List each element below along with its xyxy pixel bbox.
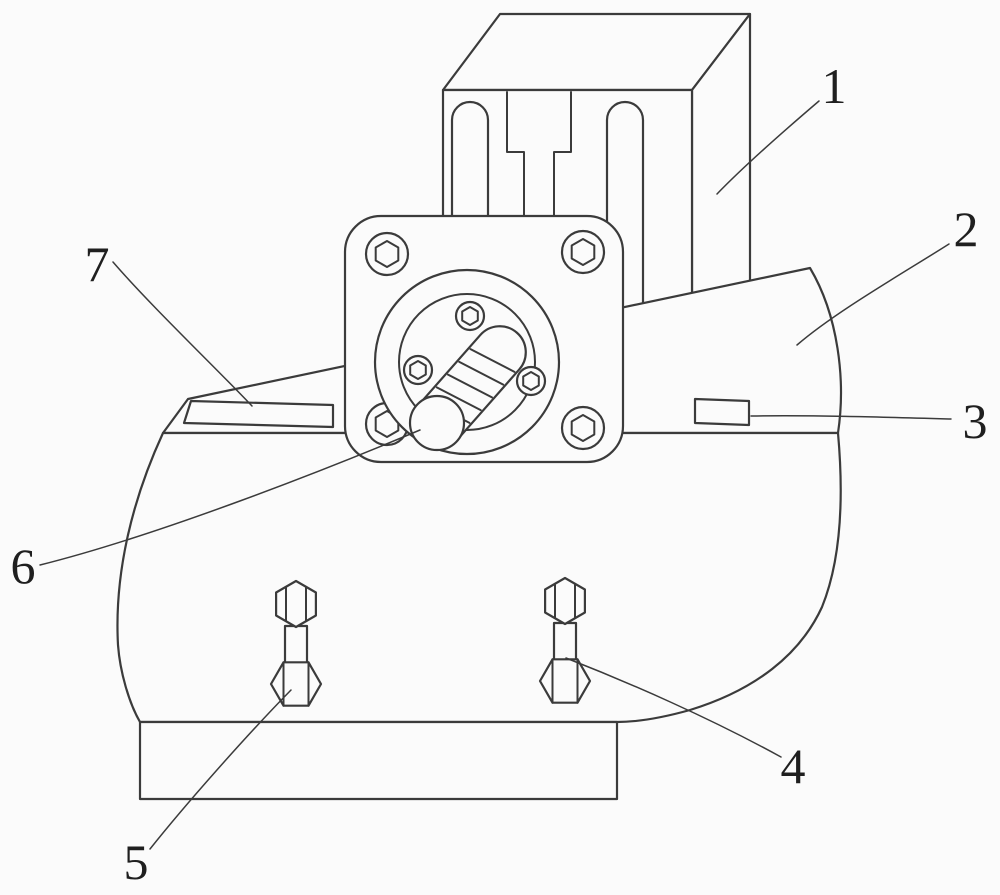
hub-screw-right <box>515 365 547 397</box>
flange-corner-screw-tl <box>364 231 410 277</box>
bolt-head <box>543 576 587 626</box>
clamp-bolt-right <box>538 576 592 704</box>
leader-6 <box>39 429 421 566</box>
screw-ring <box>402 354 434 386</box>
hub-screw-left <box>402 354 434 386</box>
shaft-end-knob <box>408 394 466 452</box>
flange-corner-screw-tr <box>560 229 606 275</box>
hex-socket-icon <box>522 371 540 391</box>
leader-2 <box>796 243 950 346</box>
hex-socket-icon <box>570 414 596 442</box>
screw-ring <box>560 405 606 451</box>
hub-screw-top <box>454 300 486 332</box>
screw-ring <box>560 229 606 275</box>
clamp-bolt-left <box>269 579 323 707</box>
bolt-nut <box>538 658 592 704</box>
output-shaft <box>408 325 527 452</box>
part-label-3: 3 <box>963 393 988 449</box>
screw-ring <box>364 231 410 277</box>
screw-ring <box>515 365 547 397</box>
right-t-slot <box>693 397 751 427</box>
leader-1 <box>716 100 820 195</box>
part-label-4: 4 <box>781 738 806 794</box>
hex-socket-icon <box>409 360 427 380</box>
hex-socket-icon <box>374 240 400 268</box>
bolt-head <box>275 579 317 629</box>
part-labels: 1 2 3 4 5 6 7 <box>11 58 988 890</box>
part-label-2: 2 <box>954 201 979 257</box>
mounting-flange <box>343 214 625 464</box>
leader-5 <box>149 689 292 850</box>
leader-lines <box>39 100 952 850</box>
part-label-6: 6 <box>11 538 36 594</box>
bolt-nut <box>269 661 323 707</box>
left-t-slot <box>182 399 335 429</box>
base-front-face <box>116 431 842 724</box>
motor-keyway <box>506 91 572 217</box>
leader-3 <box>750 414 952 420</box>
part-label-1: 1 <box>822 58 847 114</box>
leader-7 <box>112 261 253 407</box>
screw-ring <box>454 300 486 332</box>
part-label-7: 7 <box>85 236 110 292</box>
hex-socket-icon <box>461 306 479 326</box>
base-bottom-step <box>138 720 619 801</box>
leader-4 <box>565 657 782 758</box>
hex-socket-icon <box>570 238 596 266</box>
flange-corner-screw-br <box>560 405 606 451</box>
part-label-5: 5 <box>124 834 149 890</box>
